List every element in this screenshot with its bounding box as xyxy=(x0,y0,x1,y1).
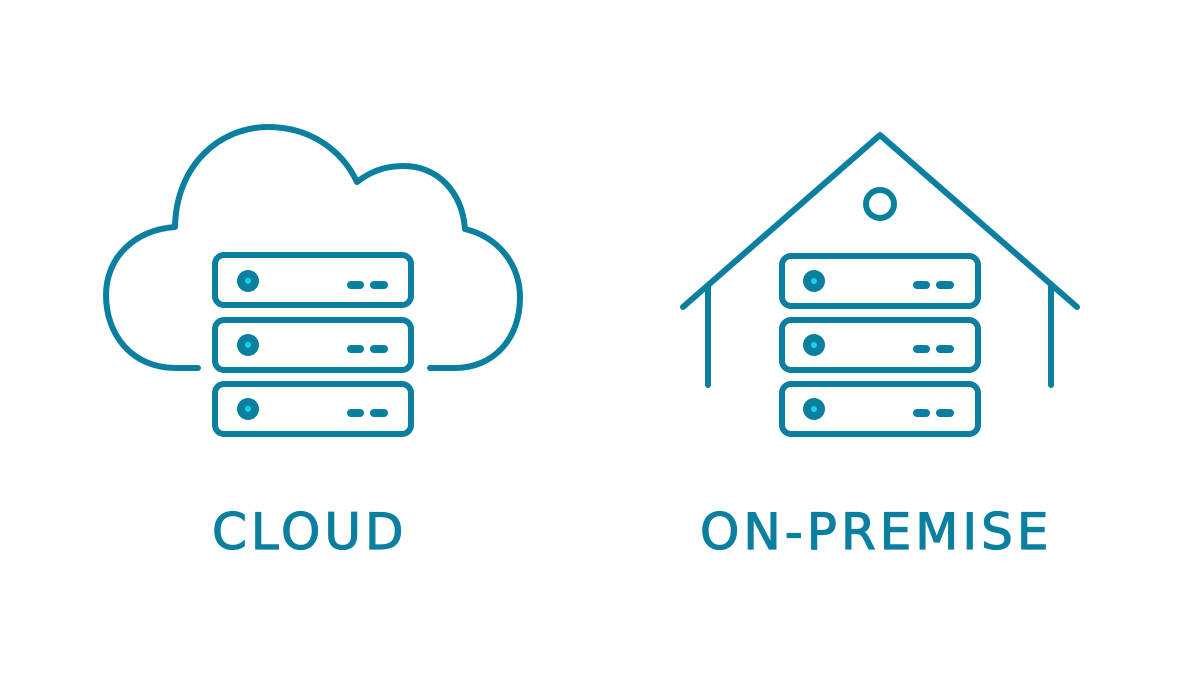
house-roof-icon xyxy=(680,132,1080,388)
on-premise-label: ON-PREMISE xyxy=(699,503,1053,561)
cloud-label: CLOUD xyxy=(211,503,408,561)
cloud-icon xyxy=(103,124,523,371)
cloud-server-stack-icon xyxy=(212,252,414,437)
onprem-server-stack-icon xyxy=(779,253,981,437)
